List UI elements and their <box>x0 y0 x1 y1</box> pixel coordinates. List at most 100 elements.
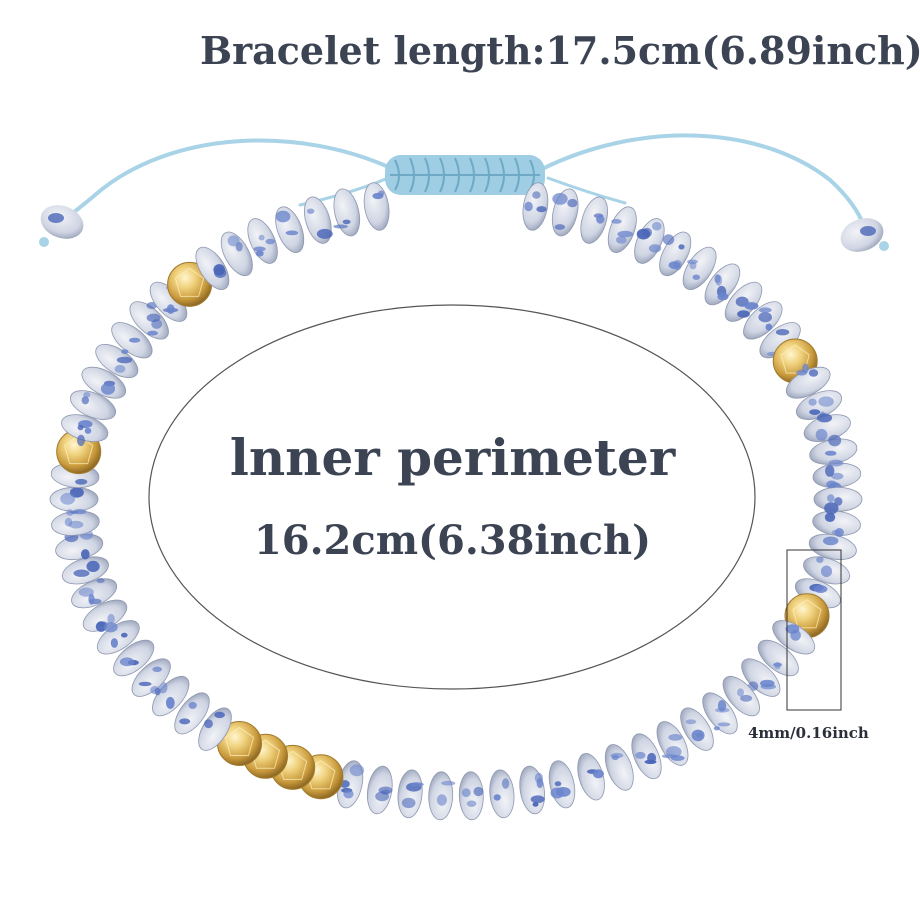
bead-speckle <box>103 622 118 633</box>
bead-speckle <box>461 788 471 798</box>
bead-speckle <box>275 210 291 223</box>
bead-size-label: 4mm/0.16inch <box>748 724 869 742</box>
bead-size-indicator <box>786 549 842 711</box>
bead-speckle <box>814 585 828 593</box>
bead-speckle <box>110 638 118 648</box>
bead-speckle <box>88 593 95 605</box>
bead-speckle <box>121 632 128 638</box>
bead-speckle <box>826 480 837 489</box>
bead-speckle <box>349 764 365 777</box>
bead-speckle <box>555 787 571 797</box>
bead-speckle <box>772 662 783 667</box>
gold-bead-facet <box>306 760 336 790</box>
bead-speckle <box>554 781 562 787</box>
sodalite-bead <box>548 760 576 809</box>
bead-speckle <box>138 681 152 687</box>
sodalite-bead <box>363 182 390 231</box>
bead-speckle <box>717 722 731 727</box>
sodalite-bead <box>577 753 605 801</box>
bead-speckle <box>596 214 605 224</box>
bead-speckle <box>552 193 568 205</box>
gold-bead-facet <box>792 599 822 629</box>
sodalite-bead <box>551 188 579 237</box>
bead-speckle <box>114 364 126 373</box>
inner-perimeter-label: lnner perimeter <box>229 428 676 487</box>
bead-speckle <box>107 613 115 624</box>
bead-speckle <box>285 230 299 236</box>
cord-end-beads <box>39 205 889 252</box>
bead-speckle <box>116 356 133 364</box>
sodalite-bead <box>247 218 278 264</box>
gold-bead-facet <box>278 750 308 780</box>
bead-speckle <box>119 657 135 667</box>
sodalite-bead <box>757 639 799 677</box>
bead-speckle <box>670 755 685 761</box>
sodalite-bead <box>704 263 741 306</box>
sodalite-bead <box>195 246 230 290</box>
bead-speckle <box>715 707 730 713</box>
bead-speckle <box>685 719 697 725</box>
sodalite-bead <box>519 765 546 815</box>
bead-speckle <box>689 261 697 270</box>
bead-speckle <box>129 337 141 343</box>
bead-speckle <box>188 701 197 709</box>
bead-speckle <box>258 234 265 241</box>
bead-speckle <box>536 206 547 213</box>
bead-speckle <box>96 577 105 584</box>
bead-speckle <box>72 509 87 515</box>
bead-speckle <box>493 794 501 801</box>
bead-speckle <box>758 307 772 313</box>
bead-speckle <box>567 198 578 208</box>
sodalite-bead <box>333 188 361 237</box>
bead-speckle <box>466 800 477 807</box>
bead-speckle <box>204 719 213 729</box>
bead-speckle <box>617 230 633 238</box>
bead-speckle <box>473 786 484 797</box>
bead-speckle <box>816 413 833 423</box>
bead-speckle <box>83 392 91 398</box>
bead-speckle <box>436 794 447 806</box>
bead-speckle <box>166 304 175 314</box>
bead-speckle <box>342 219 351 225</box>
bead-speckle <box>644 759 657 765</box>
sodalite-bead <box>607 206 637 253</box>
bead-speckle <box>765 323 773 331</box>
bead-speckle <box>808 369 819 377</box>
bead-speckle <box>95 621 107 632</box>
bead-speckle <box>737 310 750 318</box>
bead-speckle <box>524 201 533 212</box>
title-container: Bracelet length:17.5cm(6.89inch) <box>200 28 920 88</box>
bead-speckle <box>84 427 92 434</box>
bead-speckle <box>816 556 824 563</box>
bead-speckle <box>441 780 456 786</box>
bead-speckle <box>740 694 753 702</box>
bead-speckle <box>333 224 348 229</box>
bead-speckle <box>737 688 744 697</box>
bead-speckle <box>146 313 161 322</box>
sodalite-bead <box>522 182 549 231</box>
sodalite-bead <box>69 390 117 420</box>
sodalite-bead <box>680 707 714 751</box>
bead-speckle <box>673 259 682 271</box>
bead-speckle <box>179 718 191 725</box>
bead-speckle <box>611 219 622 224</box>
bead-speckle <box>668 734 683 741</box>
sodalite-bead <box>631 733 662 780</box>
bead-speckle <box>86 560 100 573</box>
bead-speckle <box>758 312 772 323</box>
bead-speckle <box>255 250 264 257</box>
bracelet-length-title: Bracelet length:17.5cm(6.89inch) <box>200 28 920 73</box>
bead-speckle <box>696 732 703 738</box>
bead-speckle <box>824 450 837 456</box>
bead-speckle <box>372 192 384 200</box>
bead-speckle <box>307 208 315 214</box>
bead-speckle <box>785 624 800 634</box>
bead-speckle <box>410 782 424 787</box>
bead-speckle <box>714 274 721 283</box>
bead-speckle <box>81 549 90 560</box>
bead-speckle <box>834 497 843 506</box>
sodalite-bead <box>659 231 692 277</box>
bead-speckle <box>214 711 226 719</box>
